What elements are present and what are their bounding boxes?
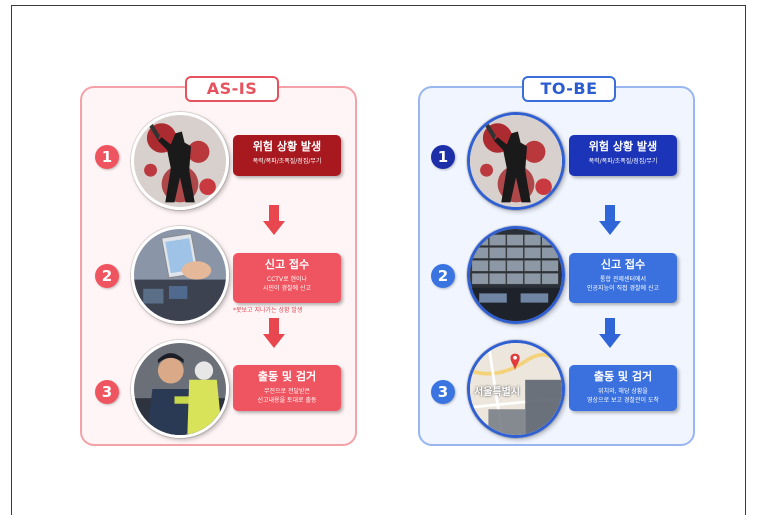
tobe-step-3-desc: 위치와, 해당 상황을 영상으로 보고 경찰관이 도착 bbox=[587, 388, 659, 404]
tobe-violence-image bbox=[467, 112, 565, 210]
tobe-step-number-1: 1 bbox=[431, 145, 455, 169]
tobe-step-1-title: 위험 상황 발생 bbox=[588, 140, 658, 153]
asis-step-number-2: 2 bbox=[95, 264, 119, 288]
asis-step-2-desc: CCTV로 현이나 시민이 경찰에 신고 bbox=[263, 276, 311, 292]
tobe-map-label: 서울특별시 bbox=[474, 387, 520, 398]
asis-police-image bbox=[131, 340, 229, 438]
tobe-step-2-box: 신고 접수 통합 관제센터에서 인공지능이 직접 경찰에 신고 bbox=[569, 253, 677, 303]
tobe-step-1-box: 위험 상황 발생 폭력/폭파/조폭질/점집/무기 bbox=[569, 135, 677, 176]
tobe-control-center-image bbox=[467, 226, 565, 324]
tobe-step-3-title: 출동 및 검거 bbox=[593, 370, 653, 383]
asis-down-arrow-icon-1 bbox=[263, 205, 285, 235]
asis-step-3-title: 출동 및 검거 bbox=[257, 370, 317, 383]
tobe-down-arrow-icon-2 bbox=[599, 318, 621, 348]
asis-step-2-title: 신고 접수 bbox=[264, 258, 310, 271]
slide-frame bbox=[11, 5, 746, 515]
asis-step-number-1: 1 bbox=[95, 145, 119, 169]
tobe-map-image: 서울특별시 bbox=[467, 340, 565, 438]
asis-step-1-desc: 폭력/폭파/조폭질/점집/무기 bbox=[252, 158, 322, 165]
asis-tag: AS-IS bbox=[185, 76, 279, 102]
asis-step-3-box: 출동 및 검거 무전으로 전달받은 신고내용을 토대로 출동 bbox=[233, 365, 341, 411]
tobe-step-number-3: 3 bbox=[431, 380, 455, 404]
asis-step-number-3: 3 bbox=[95, 380, 119, 404]
asis-violence-image bbox=[131, 112, 229, 210]
asis-step-2-box: 신고 접수 CCTV로 현이나 시민이 경찰에 신고 bbox=[233, 253, 341, 303]
asis-step-1-box: 위험 상황 발생 폭력/폭파/조폭질/점집/무기 bbox=[233, 135, 341, 176]
tobe-step-1-desc: 폭력/폭파/조폭질/점집/무기 bbox=[588, 158, 658, 165]
tobe-down-arrow-icon-1 bbox=[599, 205, 621, 235]
tobe-step-3-box: 출동 및 검거 위치와, 해당 상황을 영상으로 보고 경찰관이 도착 bbox=[569, 365, 677, 411]
tobe-step-number-2: 2 bbox=[431, 264, 455, 288]
asis-missed-note: *못보고 지나가는 상황 발생 bbox=[233, 307, 303, 314]
asis-step-3-desc: 무전으로 전달받은 신고내용을 토대로 출동 bbox=[257, 388, 317, 404]
tobe-step-2-desc: 통합 관제센터에서 인공지능이 직접 경찰에 신고 bbox=[587, 276, 659, 292]
asis-phone-report-image bbox=[131, 226, 229, 324]
asis-down-arrow-icon-2 bbox=[263, 318, 285, 348]
asis-step-1-title: 위험 상황 발생 bbox=[252, 140, 322, 153]
tobe-tag: TO-BE bbox=[522, 76, 616, 102]
tobe-step-2-title: 신고 접수 bbox=[600, 258, 646, 271]
